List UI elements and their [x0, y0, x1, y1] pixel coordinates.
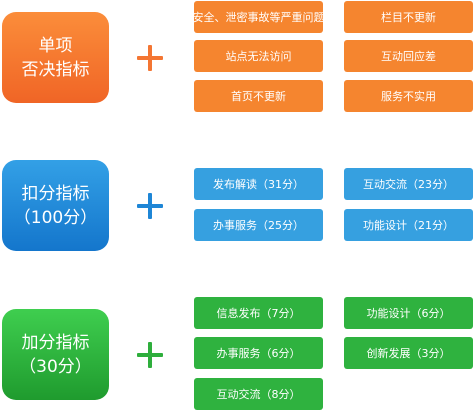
category-veto-line2: 否决指标 — [21, 59, 90, 80]
category-veto: 单项 否决指标 — [2, 12, 109, 103]
veto-item: 首页不更新 — [194, 80, 323, 112]
plus-icon — [137, 342, 163, 368]
veto-item: 栏目不更新 — [344, 1, 473, 33]
category-minus: 扣分指标 （100分） — [2, 160, 109, 251]
category-plus-line1: 加分指标 — [21, 332, 90, 353]
veto-item: 站点无法访问 — [194, 40, 323, 72]
plus-item: 办事服务（6分） — [194, 337, 323, 369]
plus-item: 信息发布（7分） — [194, 297, 323, 329]
plus-item: 创新发展（3分） — [344, 337, 473, 369]
category-minus-line1: 扣分指标 — [21, 183, 90, 204]
plus-item: 功能设计（6分） — [344, 297, 473, 329]
category-plus-line2: （30分） — [19, 356, 92, 377]
category-veto-line1: 单项 — [38, 35, 73, 56]
plus-icon — [137, 45, 163, 71]
plus-item: 互动交流（8分） — [194, 378, 323, 410]
category-plus: 加分指标 （30分） — [2, 309, 109, 400]
veto-item: 安全、泄密事故等严重问题 — [193, 1, 325, 33]
minus-item: 功能设计（21分） — [344, 209, 473, 241]
minus-item: 发布解读（31分） — [194, 168, 323, 200]
veto-item: 互动回应差 — [344, 40, 473, 72]
category-minus-line2: （100分） — [13, 207, 98, 228]
minus-item: 办事服务（25分） — [194, 209, 323, 241]
minus-item: 互动交流（23分） — [344, 168, 473, 200]
veto-item: 服务不实用 — [344, 80, 473, 112]
plus-icon — [137, 193, 163, 219]
